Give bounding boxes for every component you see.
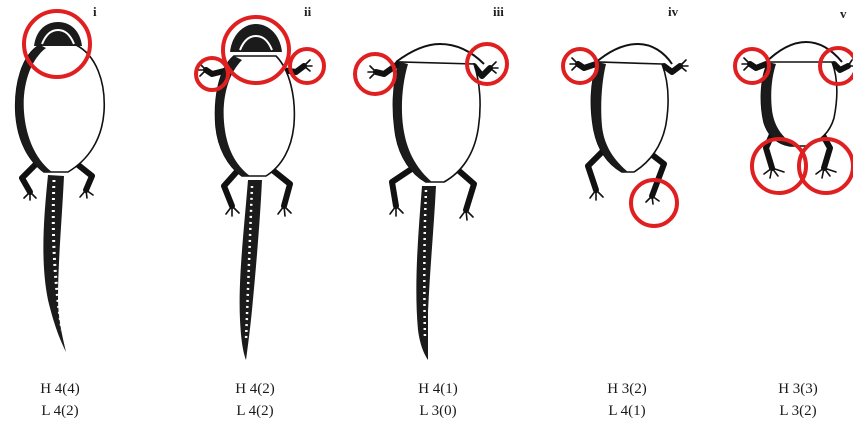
panel-i: i — [16, 4, 105, 352]
head-score-iii: H 4(1) — [378, 378, 498, 400]
head-score-iv: H 3(2) — [567, 378, 687, 400]
lizard-tail — [240, 180, 262, 360]
panel-i-caption: H 4(4) L 4(2) — [0, 378, 120, 422]
limb-score-iii: L 3(0) — [378, 400, 498, 422]
panel-iii: iii — [355, 4, 507, 360]
head-score-ii: H 4(2) — [195, 378, 315, 400]
limb-score-iv: L 4(1) — [567, 400, 687, 422]
panel-iii-caption: H 4(1) L 3(0) — [378, 378, 498, 422]
panel-ii-caption: H 4(2) L 4(2) — [195, 378, 315, 422]
panel-numeral-v: v — [840, 6, 847, 21]
head-score-i: H 4(4) — [0, 378, 120, 400]
lizard-body — [393, 62, 480, 182]
panel-v: v — [735, 6, 853, 193]
panel-v-caption: H 3(3) L 3(2) — [738, 378, 853, 422]
panel-iv: iv — [563, 4, 688, 226]
lizard-tail — [416, 186, 436, 360]
lizard-tail — [43, 175, 66, 352]
panel-numeral-iii: iii — [493, 4, 504, 19]
limb-score-ii: L 4(2) — [195, 400, 315, 422]
panel-numeral-iv: iv — [668, 4, 679, 19]
panel-numeral-ii: ii — [304, 4, 312, 19]
panel-iv-caption: H 3(2) L 4(1) — [567, 378, 687, 422]
limb-score-i: L 4(2) — [0, 400, 120, 422]
head-score-v: H 3(3) — [738, 378, 853, 400]
limb-score-v: L 3(2) — [738, 400, 853, 422]
panel-numeral-i: i — [93, 4, 97, 19]
panel-ii: ii — [196, 4, 324, 360]
